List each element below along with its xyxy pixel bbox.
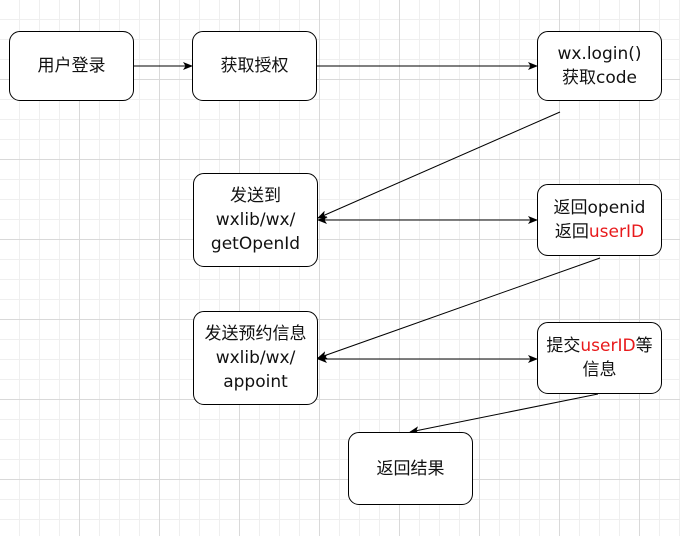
node-wx-login-line2: 获取code — [562, 68, 637, 88]
node-get-auth[interactable]: 获取授权 — [192, 31, 317, 101]
node-return-openid-userid: userID — [588, 222, 645, 242]
node-send-appoint-line2: wxlib/wx/ — [215, 348, 296, 368]
node-return-result[interactable]: 返回结果 — [348, 432, 473, 505]
node-send-getopenid-line1: 发送到 — [230, 186, 281, 206]
node-wx-login[interactable]: wx.login() 获取code — [537, 31, 662, 101]
node-send-appoint-line1: 发送预约信息 — [204, 324, 307, 344]
node-send-appoint[interactable]: 发送预约信息 wxlib/wx/ appoint — [193, 311, 318, 405]
node-get-auth-label: 获取授权 — [220, 56, 289, 76]
node-send-getopenid-line3: getOpenId — [210, 234, 301, 254]
node-submit-userid-suffix: 等 — [635, 336, 653, 356]
node-send-getopenid[interactable]: 发送到 wxlib/wx/ getOpenId — [193, 173, 318, 267]
node-submit-userid[interactable]: 提交userID等 信息 — [537, 322, 662, 394]
node-return-openid-line1: 返回openid — [553, 198, 646, 218]
node-submit-userid-line1: 提交userID等 — [546, 334, 652, 358]
node-return-result-label: 返回结果 — [376, 458, 445, 479]
node-submit-userid-prefix: 提交 — [546, 336, 581, 356]
node-send-appoint-line3: appoint — [223, 372, 288, 392]
node-wx-login-line1: wx.login() — [557, 44, 642, 64]
node-user-login[interactable]: 用户登录 — [9, 31, 134, 101]
node-user-login-label: 用户登录 — [37, 56, 106, 76]
node-return-openid-line2-prefix: 返回 — [554, 222, 589, 242]
edge-wxlogin-to-send1 — [317, 111, 561, 219]
node-submit-userid-highlight: userID — [580, 336, 636, 356]
node-submit-userid-line2: 信息 — [582, 360, 617, 380]
node-return-openid-line2: 返回userID — [555, 220, 644, 244]
edge-ret-to-send2 — [317, 257, 601, 359]
node-send-getopenid-line2: wxlib/wx/ — [215, 210, 296, 230]
edge-submit-to-result — [409, 393, 599, 435]
node-return-openid[interactable]: 返回openid 返回userID — [537, 184, 662, 256]
